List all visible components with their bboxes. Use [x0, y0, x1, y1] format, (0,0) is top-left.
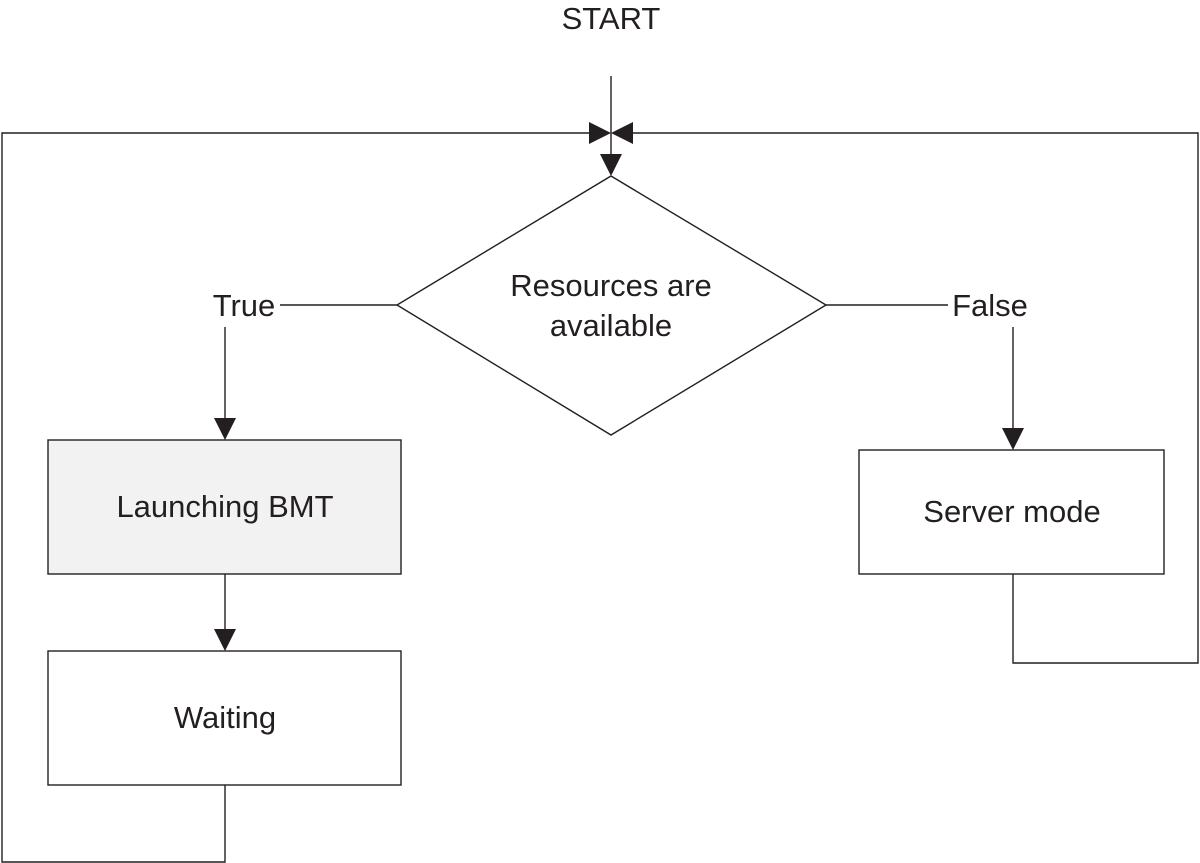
false-label: False [952, 288, 1028, 323]
waiting-label: Waiting [174, 700, 276, 735]
decision-label-line1: Resources are [510, 268, 712, 303]
left-loop-connector [1, 132, 589, 863]
junction-arrow-left [589, 122, 611, 144]
true-label: True [213, 288, 276, 323]
decision-entry-arrow [600, 154, 622, 176]
launching-bmt-label: Launching BMT [116, 489, 333, 524]
server-mode-label: Server mode [923, 494, 1100, 529]
server-mode-box [858, 449, 1165, 575]
start-label: START [562, 1, 661, 36]
decision-diamond [395, 175, 828, 436]
launching-entry-arrow [214, 418, 236, 440]
junction-arrow-right [611, 122, 633, 144]
waiting-box [47, 650, 402, 786]
waiting-entry-arrow [214, 629, 236, 651]
decision-label-line2: available [550, 308, 672, 343]
right-loop-connector [633, 132, 1199, 664]
server-entry-arrow [1002, 428, 1024, 450]
